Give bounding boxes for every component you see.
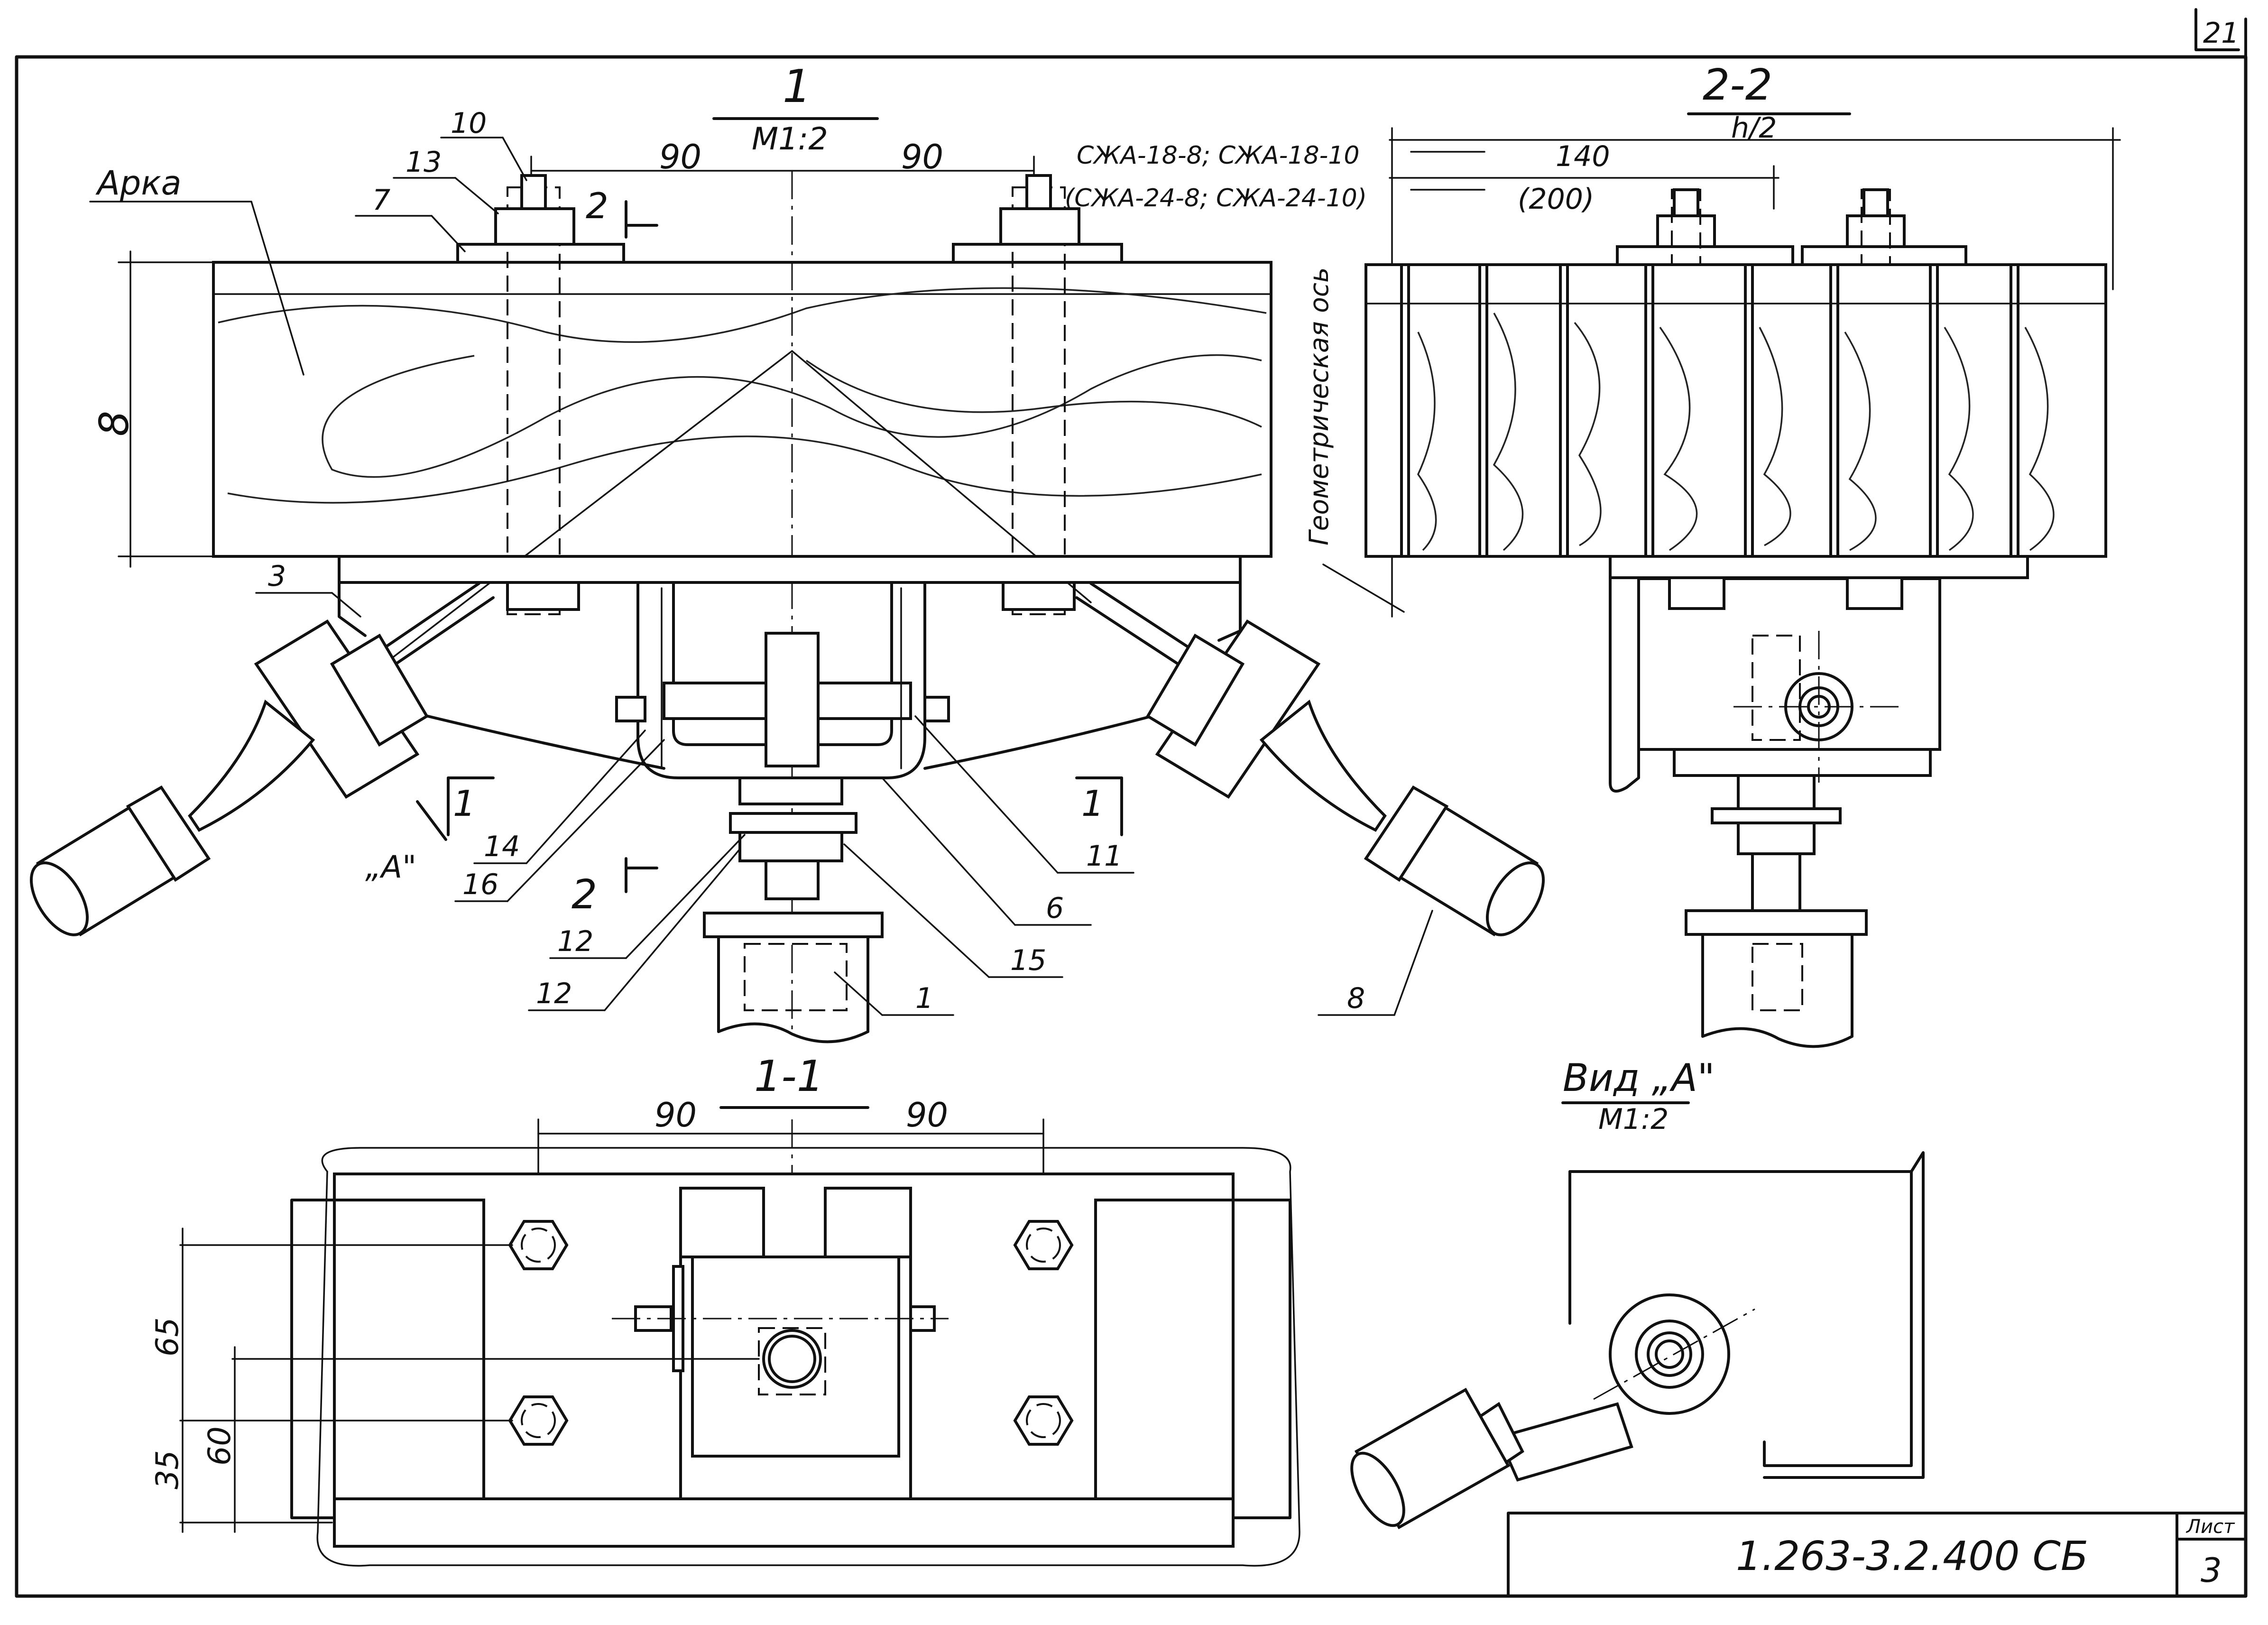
cut-2-bottom-label: 2	[572, 871, 597, 918]
view-2-dim-b: (200)	[1518, 183, 1594, 216]
cut-1-right-label: 1	[1081, 783, 1104, 824]
dim-60: 60	[202, 1426, 238, 1466]
callout-11: 11	[1086, 840, 1122, 873]
callout-7: 7	[372, 184, 390, 217]
callout-12-b: 12	[536, 977, 572, 1010]
section-1-1: 1-1 90 90	[150, 1052, 1300, 1567]
view-1-dim-left: 90	[659, 138, 701, 176]
title-block: 1.263-3.2.400 СБ Лист 3	[1507, 1512, 2247, 1597]
document-code: 1.263-3.2.400 СБ	[1736, 1533, 2088, 1580]
callout-12-a: 12	[557, 925, 593, 958]
callout-8: 8	[1347, 982, 1365, 1015]
dim-65: 65	[150, 1317, 185, 1357]
view-a-marker: „А"	[365, 849, 416, 885]
view-a-scale: M1:2	[1598, 1103, 1669, 1136]
section-1-1-title: 1-1	[754, 1052, 824, 1101]
callout-6: 6	[1046, 892, 1064, 925]
callout-10: 10	[451, 107, 487, 140]
view-2-dim-a: 140	[1556, 140, 1610, 173]
view-1-dim-right: 90	[901, 138, 943, 176]
view-a: Вид „А" M1:2	[1350, 1056, 1925, 1530]
cut-1-left-label: 1	[453, 783, 476, 824]
clamp-rulers	[661, 587, 902, 769]
view-1-scale: M1:2	[752, 121, 828, 157]
sheet-corner-number: 21	[2203, 17, 2239, 50]
sheet-number: 3	[2201, 1551, 2222, 1590]
arch-beam	[212, 261, 1272, 558]
callout-13: 13	[406, 146, 442, 179]
geometric-axis-label: Геометрическая ось	[1304, 267, 1334, 545]
view-2-variant-a: СЖА-18-8; СЖА-18-10	[1077, 141, 1359, 170]
laminated-beam	[1364, 263, 2107, 558]
arch-label: Арка	[95, 164, 182, 203]
view-2-2: 2-2 h/2 СЖА-18-8; СЖА-18-10 (СЖА-24-8; С…	[1065, 60, 2121, 1048]
view-2-variant-b: (СЖА-24-8; СЖА-24-10)	[1065, 184, 1367, 212]
view-a-title: Вид „А"	[1563, 1056, 1715, 1100]
dim-35: 35	[150, 1450, 185, 1489]
callout-leaders	[255, 137, 1433, 1016]
callout-14: 14	[484, 830, 520, 863]
cut-2-top-label: 2	[586, 185, 608, 227]
wood-grain-2	[1417, 313, 2055, 551]
lamination-lines	[1400, 263, 2019, 558]
callout-16: 16	[462, 868, 498, 901]
section-1-1-dim-left: 90	[655, 1096, 697, 1135]
sheet-label: Лист	[2185, 1516, 2235, 1538]
view-2-2-title: 2-2	[1703, 60, 1772, 110]
callout-1: 1	[915, 982, 933, 1015]
nuts	[508, 1220, 1074, 1446]
view-1: 1 M1:2 90 90 8 Арка	[29, 61, 1545, 1043]
callout-3: 3	[268, 560, 286, 593]
sheet-frame: 21	[15, 8, 2248, 1598]
callout-15: 15	[1010, 944, 1046, 977]
view-1-dim-height: 8	[91, 411, 138, 436]
view-1-title: 1	[783, 61, 811, 113]
section-1-1-dim-right: 90	[906, 1096, 948, 1135]
